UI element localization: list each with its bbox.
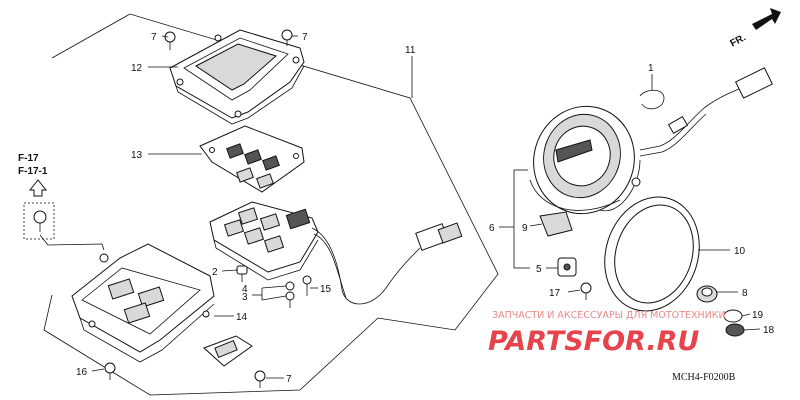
- diagram-code: MCH4-F0200B: [672, 372, 736, 383]
- reference-line-2: F-17-1: [18, 166, 48, 177]
- callout-7-right: 7: [302, 32, 308, 43]
- callouts: 7 7 12 11 13 2 4 3 15 14 16 7 1 6 9 5 17…: [76, 32, 775, 385]
- part-14-lower-case: [71, 243, 215, 363]
- callout-4: 4: [242, 284, 248, 295]
- callout-17: 17: [549, 288, 561, 299]
- callout-8: 8: [742, 288, 748, 299]
- screw-7-bottom: [254, 370, 266, 388]
- reference-group: F-17 F-17-1: [18, 153, 105, 251]
- callout-16: 16: [76, 367, 88, 378]
- callout-18: 18: [763, 325, 775, 336]
- callout-11: 11: [405, 45, 416, 56]
- callout-9: 9: [522, 223, 528, 234]
- callout-3: 3: [242, 292, 248, 303]
- part-11-lcd-unit: [209, 201, 463, 305]
- part-10-bezel-ring: [604, 196, 700, 312]
- front-direction-indicator: FR.: [728, 8, 781, 50]
- part-1-clip: [639, 89, 665, 110]
- callout-2: 2: [212, 267, 218, 278]
- callout-12: 12: [131, 63, 143, 74]
- callout-7-left: 7: [151, 32, 157, 43]
- callout-13: 13: [131, 150, 143, 161]
- screw-stack-3-4: [285, 281, 295, 308]
- screw-17: [580, 282, 592, 300]
- callout-5: 5: [536, 264, 542, 275]
- screw-16: [104, 362, 116, 380]
- part-5-grommet: [557, 257, 577, 277]
- up-arrow-icon: [28, 179, 48, 197]
- callout-14: 14: [236, 312, 248, 323]
- callout-10: 10: [734, 246, 746, 257]
- callout-6: 6: [489, 223, 495, 234]
- screw-7-right: [281, 29, 293, 46]
- callout-19: 19: [752, 310, 764, 321]
- front-label: FR.: [728, 32, 748, 49]
- screw-2: [236, 265, 248, 282]
- reference-line-1: F-17: [18, 153, 39, 164]
- speedometer-gauge: [529, 67, 773, 215]
- screw-15: [302, 275, 312, 296]
- front-arrow-icon: [752, 8, 781, 30]
- part-12-upper-cover: [169, 29, 305, 125]
- lower-bracket: [203, 335, 253, 367]
- callout-7-bottom: 7: [286, 374, 292, 385]
- part-18-nut: [725, 323, 745, 337]
- reference-box: [23, 202, 55, 240]
- watermark-tagline: ЗАПЧАСТИ И АКСЕССУАРЫ ДЛЯ МОТОТЕХНИКИ: [492, 310, 726, 321]
- part-19-collar: [723, 309, 743, 323]
- reference-screw-icon: [33, 210, 47, 224]
- screw-7-left: [164, 31, 176, 50]
- leader-lines: [91, 35, 761, 379]
- part-9-cushion: [539, 211, 573, 237]
- part-8-rubber: [696, 285, 718, 303]
- callout-1: 1: [648, 63, 654, 74]
- watermark: ЗАПЧАСТИ И АКСЕССУАРЫ ДЛЯ МОТОТЕХНИКИ PA…: [488, 310, 726, 357]
- part-13-circuit-board: [199, 125, 305, 193]
- watermark-brand: PARTSFOR.RU: [488, 326, 699, 357]
- callout-15: 15: [320, 284, 332, 295]
